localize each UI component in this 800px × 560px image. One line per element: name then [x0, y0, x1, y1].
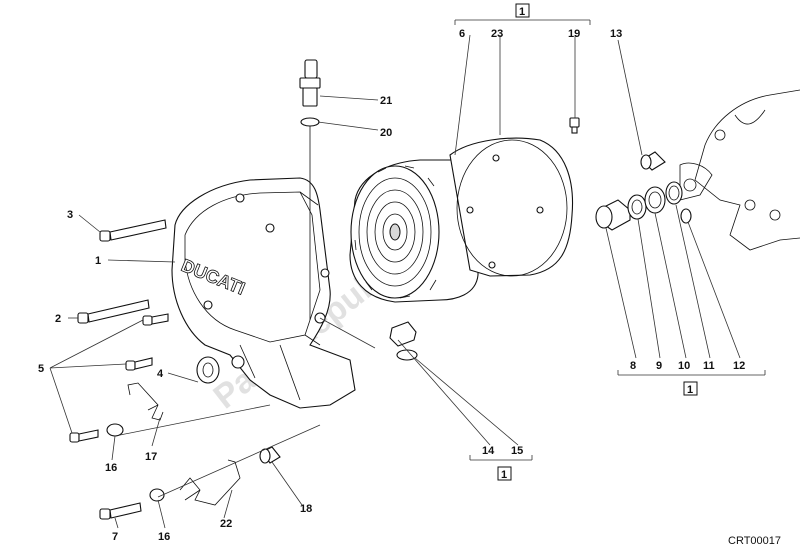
- bolt-5-upper: [142, 313, 169, 326]
- callout-16-lower: 16: [158, 531, 170, 543]
- clip-17: [127, 382, 164, 421]
- group-box-label-right: 1: [687, 384, 693, 396]
- callout-21: 21: [380, 95, 392, 107]
- clutch-cover: DUCATI: [171, 177, 356, 409]
- callout-5: 5: [38, 363, 44, 375]
- engine-case-section: [679, 89, 800, 251]
- group-bracket-bottom: 1: [469, 455, 533, 481]
- clip-22: [179, 459, 241, 506]
- leader-lines: [49, 34, 741, 529]
- drawing-code: CRT00017: [728, 535, 781, 547]
- seal-4: [196, 356, 220, 384]
- bolt-7: [99, 502, 142, 520]
- callout-20: 20: [380, 127, 392, 139]
- bush-13: [640, 151, 666, 171]
- callouts: 1 2 3 4 5 6 7 8 9 10 11 12 13 14 15 16 1…: [38, 28, 745, 543]
- callout-22: 22: [220, 518, 232, 530]
- bolt-3: [99, 219, 167, 242]
- callout-8: 8: [630, 360, 636, 372]
- callout-2: 2: [55, 313, 61, 325]
- clutch-drum: [449, 137, 574, 277]
- callout-10: 10: [678, 360, 690, 372]
- callout-7: 7: [112, 531, 118, 543]
- group-bracket-top: 1: [454, 3, 591, 25]
- callout-14: 14: [482, 445, 495, 457]
- callout-11: 11: [703, 360, 715, 372]
- callout-16-upper: 16: [105, 462, 117, 474]
- bush-18: [259, 446, 281, 464]
- callout-15: 15: [511, 445, 523, 457]
- callout-13: 13: [610, 28, 622, 40]
- callout-3: 3: [67, 209, 73, 221]
- callout-12: 12: [733, 360, 745, 372]
- screw-19: [569, 117, 580, 134]
- callout-19: 19: [568, 28, 580, 40]
- group-bracket-right: 1: [617, 370, 766, 396]
- callout-18: 18: [300, 503, 312, 515]
- clutch-pressure-plate: [349, 159, 479, 303]
- bolt-5-middle: [125, 357, 153, 371]
- washer-16-lower: [149, 488, 165, 502]
- filler-plug: [389, 321, 418, 361]
- callout-9: 9: [656, 360, 662, 372]
- callout-4: 4: [157, 368, 164, 380]
- callout-23: 23: [491, 28, 503, 40]
- sleeve-and-rings: [595, 181, 692, 231]
- bolt-5-lower: [69, 429, 99, 443]
- callout-6: 6: [459, 28, 465, 40]
- bolt-2: [77, 299, 150, 324]
- group-box-label-top: 1: [519, 6, 525, 18]
- callout-17: 17: [145, 451, 157, 463]
- group-box-label-bottom: 1: [501, 469, 507, 481]
- callout-1: 1: [95, 255, 101, 267]
- sender-unit: [299, 59, 321, 320]
- washer-16-upper: [106, 423, 124, 437]
